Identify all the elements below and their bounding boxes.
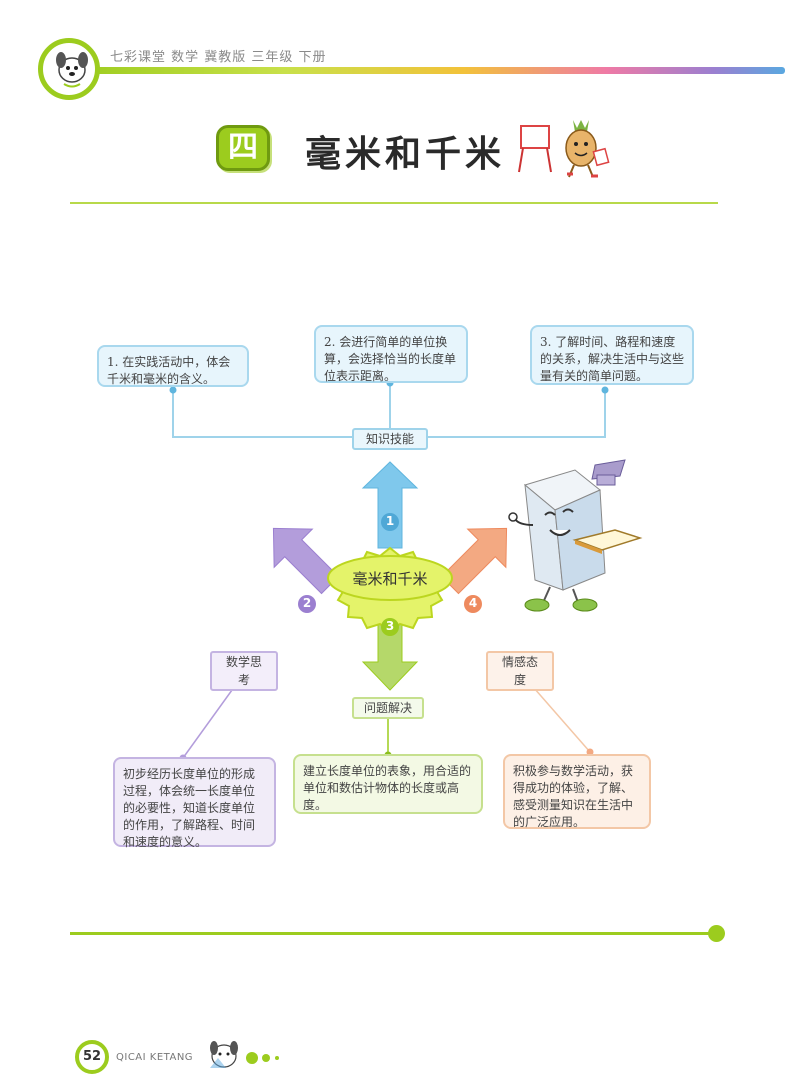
series-name: QICAI KETANG [116, 1052, 194, 1063]
arrow-1-number: 1 [385, 514, 395, 528]
arrow-1-up [361, 461, 419, 549]
arrow-3-number: 3 [385, 619, 395, 633]
chapter-number-badge: 四 [216, 125, 270, 171]
header-title: 七彩课堂 数学 冀教版 三年级 下册 [110, 50, 327, 65]
label-emotional-attitude: 情感态度 [486, 651, 554, 691]
skill-box-2: 2. 会进行简单的单位换算，会选择恰当的长度单位表示距离。 [314, 325, 468, 383]
footer-dog-icon [210, 1041, 279, 1068]
label-knowledge-skills: 知识技能 [352, 428, 428, 450]
center-topic: 毫米和千米 [352, 570, 428, 588]
label-problem-solving: 问题解决 [352, 697, 424, 719]
bottom-rule-dot [708, 925, 725, 942]
skill-box-1: 1. 在实践活动中，体会千米和毫米的含义。 [97, 345, 249, 387]
thinking-box: 初步经历长度单位的形成过程，体会统一长度单位的必要性，知道长度单位的作用，了解路… [113, 757, 276, 849]
pineapple-painter-icon [518, 120, 610, 178]
attitude-box: 积极参与数学活动，获得成功的体验，了解、感受测量知识在生活中的广泛应用。 [503, 754, 651, 829]
arrow-2-number: 2 [302, 596, 312, 610]
skill-box-3: 3. 了解时间、路程和速度的关系，解决生活中与这些量有关的简单问题。 [530, 325, 694, 385]
dog-mascot-icon [56, 52, 88, 88]
arrow-4-number: 4 [468, 596, 478, 610]
header-rainbow-bar [70, 67, 785, 74]
book-mascot-icon [508, 459, 643, 612]
label-math-thinking: 数学思考 [210, 651, 278, 691]
problem-solving-box: 建立长度单位的表象，用合适的单位和数估计物体的长度或高度。 [293, 754, 483, 814]
bottom-rule [70, 932, 715, 935]
page-number: 52 [75, 1040, 109, 1074]
chapter-title: 毫米和千米 [305, 134, 506, 175]
title-underline [70, 202, 718, 204]
arrow-2-down-left [272, 527, 340, 595]
